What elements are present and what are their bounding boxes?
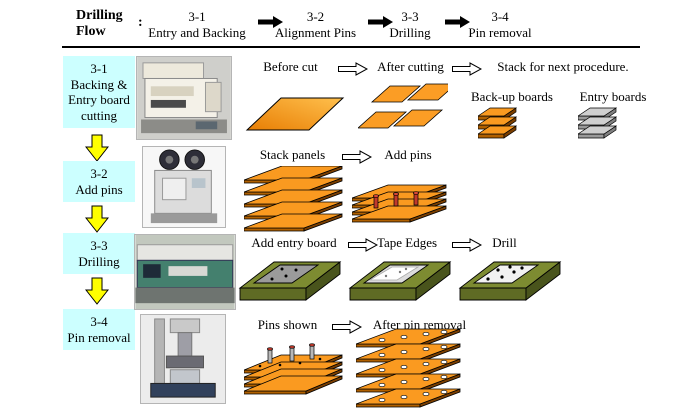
taped-edges-board-illustration (348, 261, 452, 301)
header-step-3-num: 3-3 (401, 9, 419, 24)
label-pins-shown: Pins shown (257, 317, 318, 332)
arrow-down-yellow-icon (85, 134, 109, 162)
page-title: Drilling Flow (76, 8, 123, 40)
entry-boards-stack-illustration (578, 107, 617, 139)
panel-before-cut-illustration (245, 97, 345, 131)
drilling-machine-photo (134, 234, 236, 310)
label-before-cut: Before cut (263, 59, 318, 74)
arrow-right-hollow-icon (332, 320, 362, 334)
label-drill: Drill (492, 235, 517, 250)
header-divider (62, 46, 640, 48)
title-separator: : (138, 15, 143, 30)
arrow-right-solid-icon (445, 16, 470, 28)
sidebar-step-3: 3-3 Drilling (63, 233, 135, 275)
label-stack-panels: Stack panels (259, 147, 326, 162)
panels-after-cutting-illustration (358, 83, 448, 129)
label-entry-boards: Entry boards (579, 89, 647, 104)
label-backup-boards: Back-up boards (471, 89, 553, 104)
drilled-board-illustration (458, 261, 562, 301)
arrow-down-yellow-icon (85, 277, 109, 305)
arrow-right-hollow-icon (348, 238, 378, 252)
pin-insertion-machine-photo (142, 146, 226, 228)
sidebar-step-1: 3-1 Backing & Entry board cutting (63, 56, 135, 129)
arrow-right-solid-icon (258, 16, 283, 28)
arrow-right-hollow-icon (342, 150, 372, 164)
header-step-2-num: 3-2 (306, 9, 325, 24)
header-step-2: 3-2 Alignment Pins (268, 9, 363, 42)
label-tape-edges: Tape Edges (376, 235, 438, 250)
header-step-1-num: 3-1 (188, 9, 206, 24)
header-step-2-label: Alignment Pins (274, 25, 357, 41)
label-after-pin-removal: After pin removal (372, 317, 467, 332)
sidebar-step-4: 3-4 Pin removal (63, 309, 135, 351)
label-add-pins: Add pins (384, 147, 432, 162)
stack-after-pin-removal-illustration (356, 328, 461, 408)
header-step-4-label: Pin removal (468, 25, 532, 41)
backup-boards-stack-illustration (478, 107, 517, 139)
stacked-panels-illustration (244, 166, 343, 232)
pin-removal-machine-photo (140, 314, 226, 404)
stack-with-pins-illustration (352, 184, 447, 223)
entry-board-on-backup-illustration (238, 261, 342, 301)
header-step-4-num: 3-4 (491, 9, 509, 24)
header-step-3-label: Drilling (389, 25, 431, 41)
sidebar-step-2: 3-2 Add pins (63, 161, 135, 203)
header-step-3: 3-3 Drilling (380, 9, 440, 42)
header-step-1: 3-1 Entry and Backing (142, 9, 252, 42)
label-after-cutting: After cutting (377, 59, 444, 74)
header-step-1-label: Entry and Backing (148, 25, 246, 41)
stack-pins-shown-illustration (244, 343, 343, 395)
board-cutting-machine-photo (136, 56, 232, 140)
label-stack-next-procedure: Stack for next procedure. (497, 59, 629, 74)
header-step-4: 3-4 Pin removal (460, 9, 540, 42)
label-add-entry-board: Add entry board (251, 235, 337, 250)
arrow-down-yellow-icon (85, 205, 109, 233)
arrow-right-hollow-icon (452, 238, 482, 252)
arrow-right-hollow-icon (452, 62, 482, 76)
arrow-right-solid-icon (368, 16, 393, 28)
arrow-right-hollow-icon (338, 62, 368, 76)
